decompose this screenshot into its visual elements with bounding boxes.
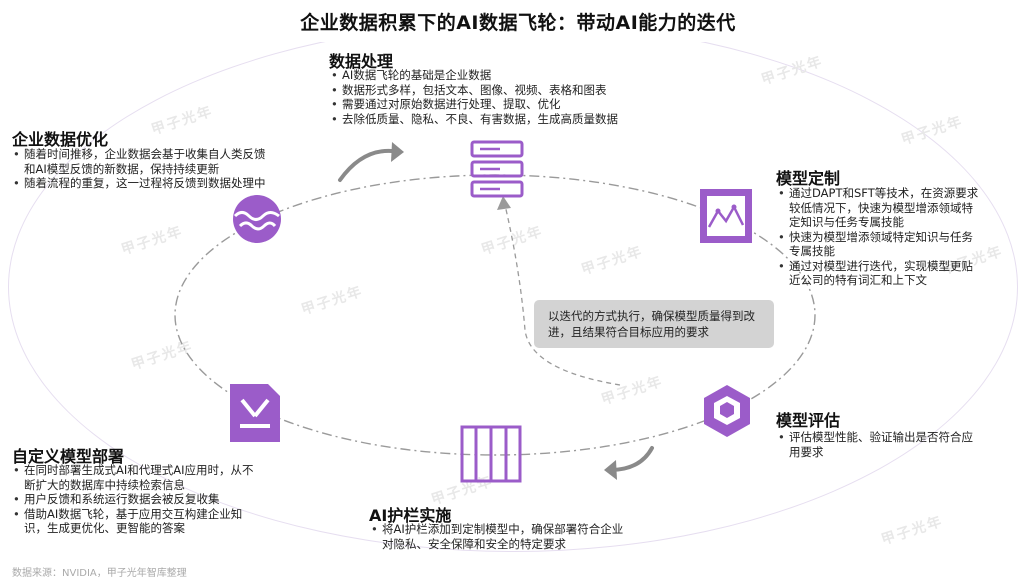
feedback-arrowhead — [497, 196, 511, 210]
cube-icon — [704, 385, 750, 437]
bullet: 评估模型性能、验证输出是否符合应用要求 — [777, 430, 977, 459]
source-note: 数据来源：NVIDIA，甲子光年智库整理 — [12, 568, 187, 579]
chart-frame-icon — [700, 189, 752, 243]
stage-heading-ai-guardrails: AI护栏实施 — [369, 506, 452, 525]
center-note-box: 以迭代的方式执行，确保模型质量得到改进，且结果符合目标应用的要求 — [534, 300, 774, 348]
center-note-text: 以迭代的方式执行，确保模型质量得到改进，且结果符合目标应用的要求 — [548, 309, 755, 339]
bullet: 去除低质量、隐私、不良、有害数据，生成高质量数据 — [330, 112, 660, 127]
cycle-arrow-top — [338, 148, 402, 182]
bullet: 通过DAPT和SFT等技术，在资源要求较低情况下，快速为模型增添领域特定知识与任… — [777, 186, 982, 230]
bullet: 将AI护栏添加到定制模型中，确保部署符合企业对隐私、安全保障和安全的特定要求 — [370, 522, 632, 551]
download-document-icon — [230, 384, 280, 442]
bullet: 数据形式多样，包括文本、图像、视频、表格和图表 — [330, 83, 660, 98]
page-title: 企业数据积累下的AI数据飞轮：带动AI能力的迭代 — [300, 11, 736, 34]
bullet: 通过对模型进行迭代，实现模型更贴近公司的特有词汇和上下文 — [777, 259, 982, 288]
stage-bullets-model-evaluation: 评估模型性能、验证输出是否符合应用要求 — [777, 430, 977, 459]
stage-bullets-custom-deployment: 在同时部署生成式AI和代理式AI应用时，从不断扩大的数据库中持续检索信息 用户反… — [12, 463, 262, 536]
bullet: 用户反馈和系统运行数据会被反复收集 — [12, 492, 262, 507]
title-bar: 企业数据积累下的AI数据飞轮：带动AI能力的迭代 — [263, 0, 773, 42]
stage-heading-enterprise-data-optimization: 企业数据优化 — [12, 130, 109, 149]
server-stack-icon — [470, 140, 524, 198]
bullet: 随着时间推移，企业数据会基于收集自人类反馈和AI模型反馈的新数据，保持持续更新 — [12, 147, 274, 176]
feedback-arrow — [504, 204, 621, 386]
bullet: 随着流程的重复，这一过程将反馈到数据处理中 — [12, 176, 274, 191]
guardrail-bars-icon — [460, 425, 522, 483]
stage-bullets-ai-guardrails: 将AI护栏添加到定制模型中，确保部署符合企业对隐私、安全保障和安全的特定要求 — [370, 522, 632, 551]
cycle-arrowhead-bottom — [604, 460, 617, 480]
bullet: 借助AI数据飞轮，基于应用交互构建企业知识，生成更优化、更智能的答案 — [12, 507, 262, 536]
bullet: 快速为模型增添领域特定知识与任务专属技能 — [777, 230, 982, 259]
stage-heading-model-customization: 模型定制 — [776, 169, 841, 188]
stage-bullets-enterprise-data-optimization: 随着时间推移，企业数据会基于收集自人类反馈和AI模型反馈的新数据，保持持续更新 … — [12, 147, 274, 191]
stage-bullets-data-processing: AI数据飞轮的基础是企业数据 数据形式多样，包括文本、图像、视频、表格和图表 需… — [330, 68, 660, 126]
water-wave-icon — [233, 195, 281, 243]
bullet: 在同时部署生成式AI和代理式AI应用时，从不断扩大的数据库中持续检索信息 — [12, 463, 262, 492]
bullet: AI数据飞轮的基础是企业数据 — [330, 68, 660, 83]
cycle-arrowhead-top — [391, 142, 404, 162]
stage-heading-custom-deployment: 自定义模型部署 — [12, 447, 125, 466]
bullet: 需要通过对原始数据进行处理、提取、优化 — [330, 97, 660, 112]
stage-heading-data-processing: 数据处理 — [329, 52, 394, 71]
stage-bullets-model-customization: 通过DAPT和SFT等技术，在资源要求较低情况下，快速为模型增添领域特定知识与任… — [777, 186, 982, 288]
stage-heading-model-evaluation: 模型评估 — [776, 411, 841, 430]
